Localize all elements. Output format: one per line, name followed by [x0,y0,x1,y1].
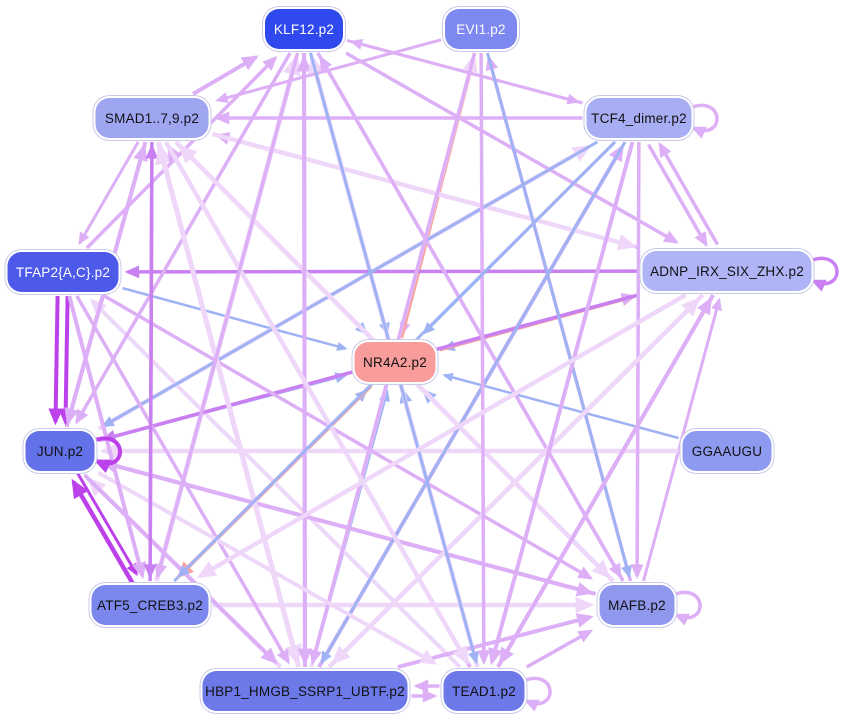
edge-smad-tead1[interactable] [163,140,470,666]
edge-tead1-mafb[interactable] [525,629,594,669]
node-tfap2[interactable]: TFAP2{A,C}.p2 [7,252,119,292]
edge-klf12-tcf4[interactable] [346,38,580,105]
edge-evi1-mafb[interactable] [486,52,632,579]
edge-klf12-atf5[interactable] [154,52,300,579]
self-loop-jun[interactable] [91,436,122,474]
edge-adnp-tcf4[interactable] [658,141,720,246]
self-loop-tead1[interactable] [521,676,552,712]
node-label: TEAD1.p2 [452,683,516,699]
node-nr4a2[interactable]: NR4A2.p2 [354,342,436,382]
edge-tcf4-hbp1[interactable] [320,141,627,665]
edge-tcf4-jun[interactable] [101,140,599,428]
node-label: TCF4_dimer.p2 [591,110,687,126]
node-label: KLF12.p2 [273,21,335,37]
edge-adnp-tfap2[interactable] [124,265,639,279]
node-tcf4[interactable]: TCF4_dimer.p2 [586,98,692,138]
node-klf12[interactable]: KLF12.p2 [265,9,343,49]
edge-tfap2-atf5[interactable] [67,295,147,580]
edge-smad-klf12[interactable] [191,55,259,96]
self-loop-tcf4[interactable] [688,103,719,139]
edge-jun-tead1[interactable] [97,471,438,665]
node-jun[interactable]: JUN.p2 [25,431,95,471]
edge-atf5-jun[interactable] [71,478,135,585]
node-label: EVI1.p2 [456,21,506,37]
edge-smad-hbp1[interactable] [155,141,302,667]
edge-tfap2-jun[interactable] [48,295,64,426]
edge-smad-tfap2[interactable] [78,141,140,246]
edge-jun-mafb[interactable] [97,459,594,597]
node-ggaaugu[interactable]: GGAAUGU [682,431,772,471]
edge-smad-adnp[interactable] [211,131,638,251]
node-smad[interactable]: SMAD1..7,9.p2 [95,98,209,138]
node-mafb[interactable]: MAFB.p2 [599,585,675,625]
node-label: NR4A2.p2 [363,354,427,370]
edge-tcf4-adnp[interactable] [646,143,708,248]
node-hbp1[interactable]: HBP1_HMGB_SSRP1_UBTF.p2 [202,671,408,711]
node-label: GGAAUGU [691,443,763,459]
edge-tfap2-nr4a2[interactable] [122,286,348,351]
edge-klf12-adnp[interactable] [345,51,679,244]
edge-klf12-hbp1[interactable] [297,52,313,666]
edge-mafb-adnp[interactable] [642,297,722,582]
edge-tfap2-mafb[interactable] [103,294,594,580]
edge-tfap2-jun[interactable] [58,296,74,426]
edge-adnp-tead1[interactable] [499,293,715,665]
node-label: MAFB.p2 [608,597,666,613]
edge-jun-hbp1[interactable] [83,473,278,665]
node-label: TFAP2{A,C}.p2 [15,264,111,280]
edge-tcf4-tead1[interactable] [488,141,635,666]
node-label: HBP1_HMGB_SSRP1_UBTF.p2 [205,683,405,699]
edge-klf12-mafb[interactable] [316,52,622,579]
edge-adnp-atf5[interactable] [196,293,687,578]
node-evi1[interactable]: EVI1.p2 [445,9,517,49]
edge-adnp-hbp1[interactable] [331,293,705,665]
self-loop-adnp[interactable] [808,256,839,292]
edge-smad-atf5[interactable] [143,141,157,579]
node-label: ADNP_IRX_SIX_ZHX.p2 [650,263,804,279]
node-label: JUN.p2 [36,443,84,459]
node-label: ATF5_CREB3.p2 [97,597,203,613]
edge-evi1-tead1[interactable] [477,52,491,665]
self-loop-mafb[interactable] [671,590,702,626]
node-tead1[interactable]: TEAD1.p2 [443,671,525,711]
node-adnp[interactable]: ADNP_IRX_SIX_ZHX.p2 [642,251,812,291]
node-atf5[interactable]: ATF5_CREB3.p2 [91,585,209,625]
node-label: SMAD1..7,9.p2 [104,110,200,126]
